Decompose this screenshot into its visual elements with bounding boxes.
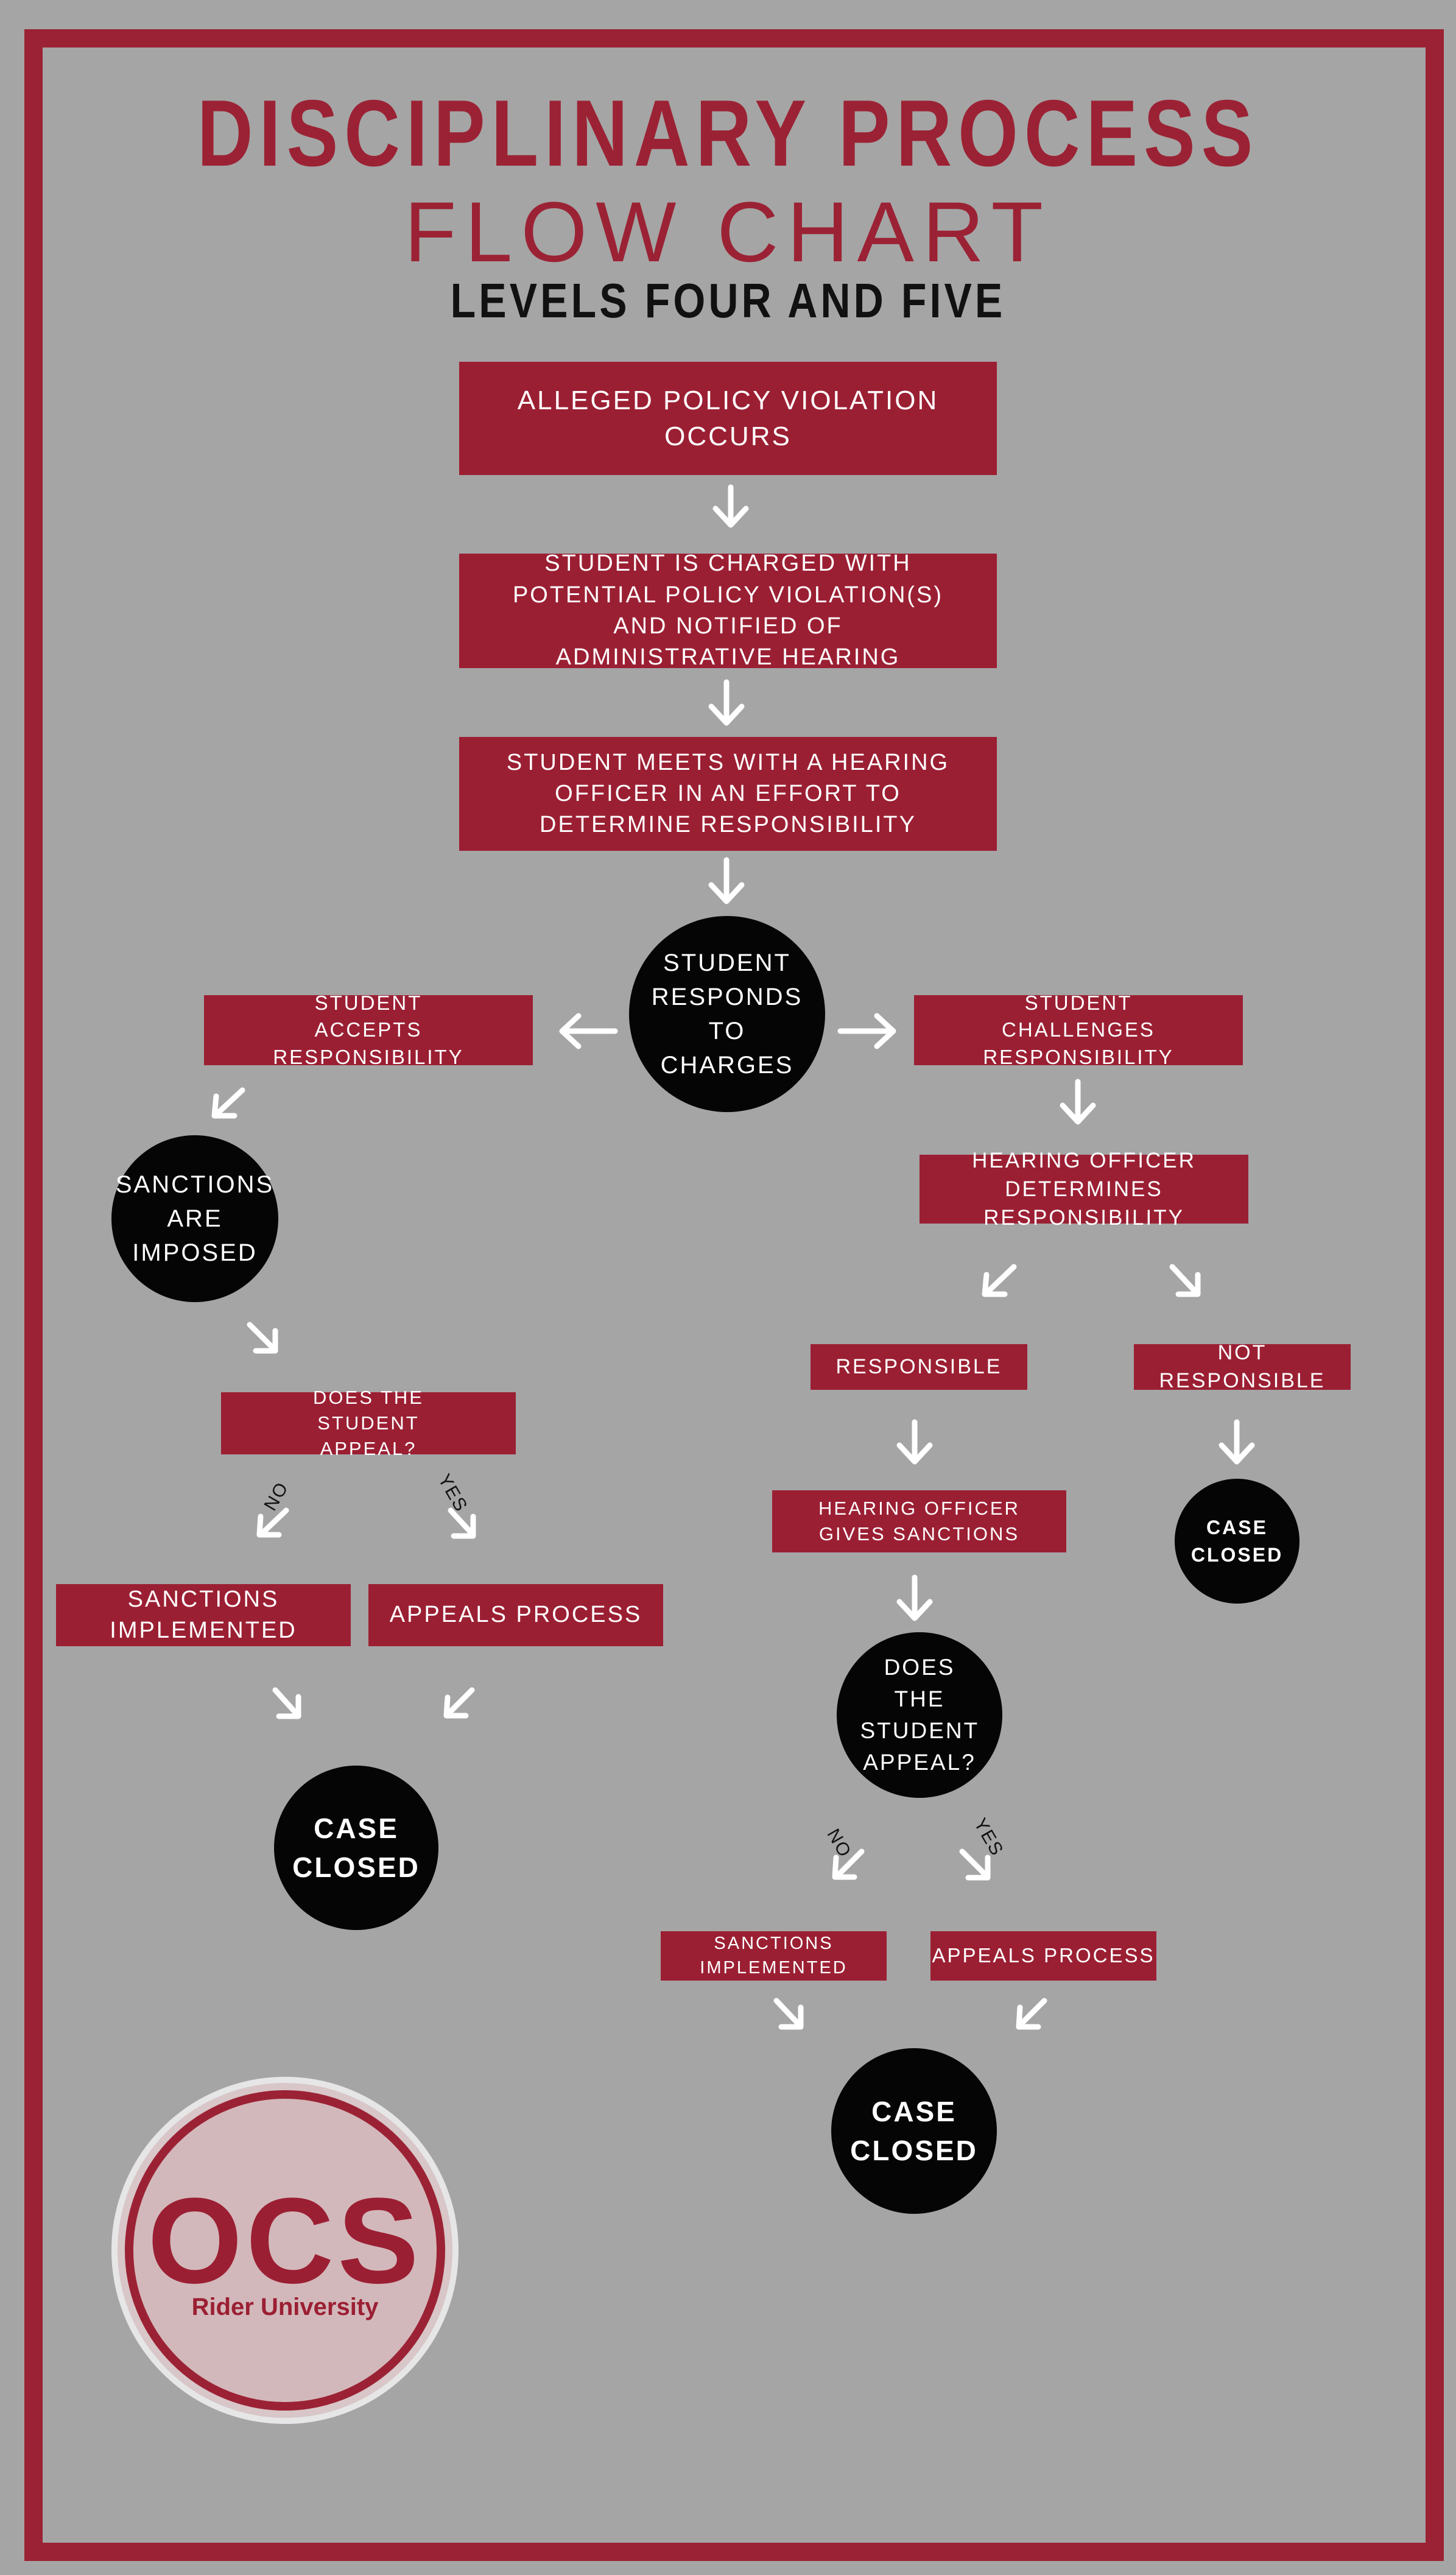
node-right-appeal-question: DOES THE STUDENT APPEAL? — [837, 1632, 1002, 1798]
arrow-left — [559, 1013, 618, 1049]
node-left-case-closed: CASE CLOSED — [274, 1766, 438, 1930]
node-gives-sanctions: HEARING OFFICER GIVES SANCTIONS — [772, 1490, 1066, 1552]
arrow-officer-to-not-responsible — [1169, 1264, 1201, 1297]
arrow-left-appeals-to-closed — [443, 1687, 475, 1719]
node-responsible: RESPONSIBLE — [811, 1344, 1027, 1390]
arrow-responsible-to-gives — [896, 1419, 933, 1465]
node-student-responds: STUDENT RESPONDS TO CHARGES — [629, 916, 825, 1112]
node-alleged-violation: ALLEGED POLICY VIOLATION OCCURS — [459, 362, 997, 475]
node-right-appeals-process: APPEALS PROCESS — [930, 1931, 1156, 1981]
node-student-challenges: STUDENT CHALLENGES RESPONSIBILITY — [914, 992, 1243, 1068]
logo-subtitle: Rider University — [191, 2294, 379, 2320]
node-meets-hearing-officer: STUDENT MEETS WITH A HEARING OFFICER IN … — [459, 737, 997, 851]
arrow-right-impl-to-closed — [773, 1998, 804, 2030]
title-line-2: FLOW CHART — [404, 184, 1052, 280]
arrow-right-appeals-to-closed — [1016, 1998, 1047, 2030]
node-student-accepts: STUDENT ACCEPTS RESPONSIBILITY — [204, 992, 533, 1068]
title-line-1: DISCIPLINARY PROCESS — [197, 80, 1259, 186]
arrow-left-no — [256, 1507, 289, 1538]
arrow-right-yes — [959, 1848, 991, 1881]
arrow-accepts-to-sanctions — [211, 1087, 245, 1119]
title-line-3: LEVELS FOUR AND FIVE — [450, 273, 1006, 328]
arrow-left-yes — [448, 1507, 476, 1539]
node-case-closed-small: CASE CLOSED — [1175, 1479, 1299, 1604]
node-student-charged: STUDENT IS CHARGED WITH POTENTIAL POLICY… — [459, 551, 997, 670]
node-left-appeals-process: APPEALS PROCESS — [368, 1584, 663, 1646]
arrow-right — [837, 1013, 896, 1049]
arrow-gives-to-appeal — [896, 1574, 933, 1621]
arrow-down-2 — [708, 679, 745, 726]
arrow-down-3 — [708, 857, 745, 904]
node-left-sanctions-implemented: SANCTIONS IMPLEMENTED — [56, 1584, 351, 1646]
node-left-appeal-question: DOES THE STUDENT APPEAL? — [221, 1387, 516, 1459]
node-sanctions-imposed: SANCTIONS ARE IMPOSED — [111, 1135, 278, 1302]
arrow-challenges-to-officer — [1060, 1079, 1096, 1125]
node-not-responsible: NOT RESPONSIBLE — [1134, 1341, 1351, 1392]
arrow-down-1 — [712, 484, 749, 528]
page-frame — [24, 29, 1444, 2561]
arrow-sanctions-to-appeal — [247, 1322, 278, 1354]
arrow-officer-to-responsible — [982, 1264, 1017, 1297]
logo-mark: OCS — [147, 2173, 423, 2309]
node-right-sanctions-implemented: SANCTIONS IMPLEMENTED — [661, 1931, 887, 1981]
arrow-right-no — [832, 1848, 865, 1880]
arrow-not-responsible-to-closed — [1219, 1419, 1255, 1465]
node-right-case-closed: CASE CLOSED — [831, 2048, 997, 2214]
arrow-left-impl-to-closed — [272, 1687, 301, 1719]
